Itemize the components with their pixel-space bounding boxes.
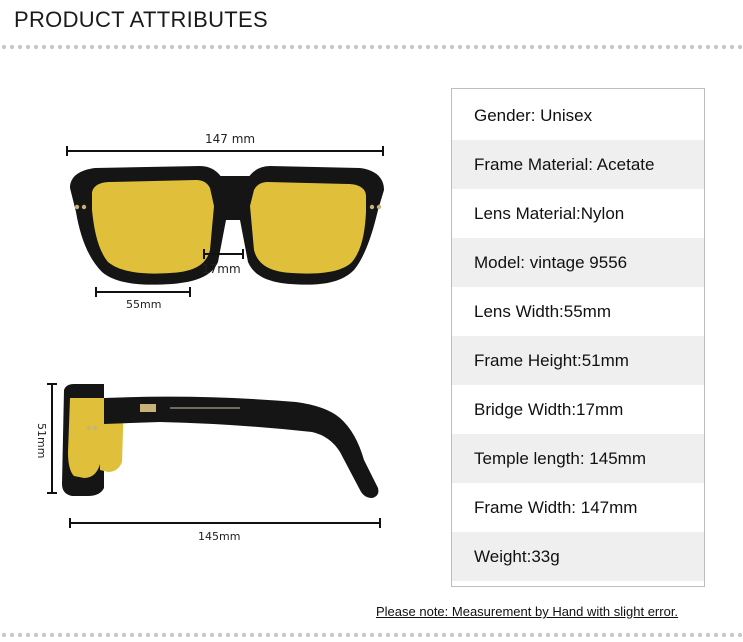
- right-rivet-1: [369, 204, 375, 210]
- left-lens: [92, 180, 214, 274]
- lens-width-label: 55mm: [126, 298, 162, 311]
- measurement-note: Please note: Measurement by Hand with sl…: [376, 604, 679, 619]
- attributes-table: Gender: Unisex Frame Material: Acetate L…: [451, 88, 705, 587]
- left-rivet-2: [81, 204, 87, 210]
- width-measure-line: [66, 146, 384, 156]
- attribute-row-frame-material: Frame Material: Acetate: [452, 140, 704, 189]
- side-lens: [68, 398, 100, 478]
- temple-label: 145mm: [198, 530, 241, 543]
- front-view-glasses: [70, 166, 384, 285]
- page-title: PRODUCT ATTRIBUTES: [14, 7, 268, 32]
- attribute-row-frame-height: Frame Height:51mm: [452, 336, 704, 385]
- attribute-row-lens-material: Lens Material:Nylon: [474, 203, 625, 223]
- attribute-row-frame-width: Frame Width: 147mm: [474, 497, 638, 517]
- attribute-row-weight: Weight:33g: [452, 532, 704, 581]
- side-rivet-1: [87, 426, 91, 430]
- side-rivet-2: [93, 426, 97, 430]
- hinge-plate: [140, 404, 156, 412]
- side-temple-arm: [104, 396, 379, 498]
- attribute-row-lens-width: Lens Width:55mm: [474, 301, 611, 321]
- height-label: 51mm: [35, 423, 48, 459]
- attribute-row-gender: Gender: Unisex: [474, 105, 593, 125]
- attribute-row-bridge-width: Bridge Width:17mm: [474, 399, 624, 419]
- lens-width-measure-line: [95, 287, 191, 297]
- dotted-divider-bottom: [0, 632, 743, 638]
- right-lens: [250, 182, 366, 274]
- height-measure-line: [47, 383, 57, 494]
- side-view-glasses: [62, 384, 379, 498]
- attribute-row-model: Model: vintage 9556: [452, 238, 704, 287]
- attribute-row-temple-length: Temple length: 145mm: [452, 434, 704, 483]
- double-bridge-bar: [204, 176, 260, 184]
- bridge-measure-line: [203, 249, 244, 259]
- temple-measure-line: [69, 518, 381, 528]
- left-rivet-1: [74, 204, 80, 210]
- bridge-label: 17mm: [202, 262, 241, 276]
- width-label: 147 mm: [205, 132, 256, 146]
- right-rivet-2: [376, 204, 382, 210]
- dotted-divider-top: [0, 44, 743, 50]
